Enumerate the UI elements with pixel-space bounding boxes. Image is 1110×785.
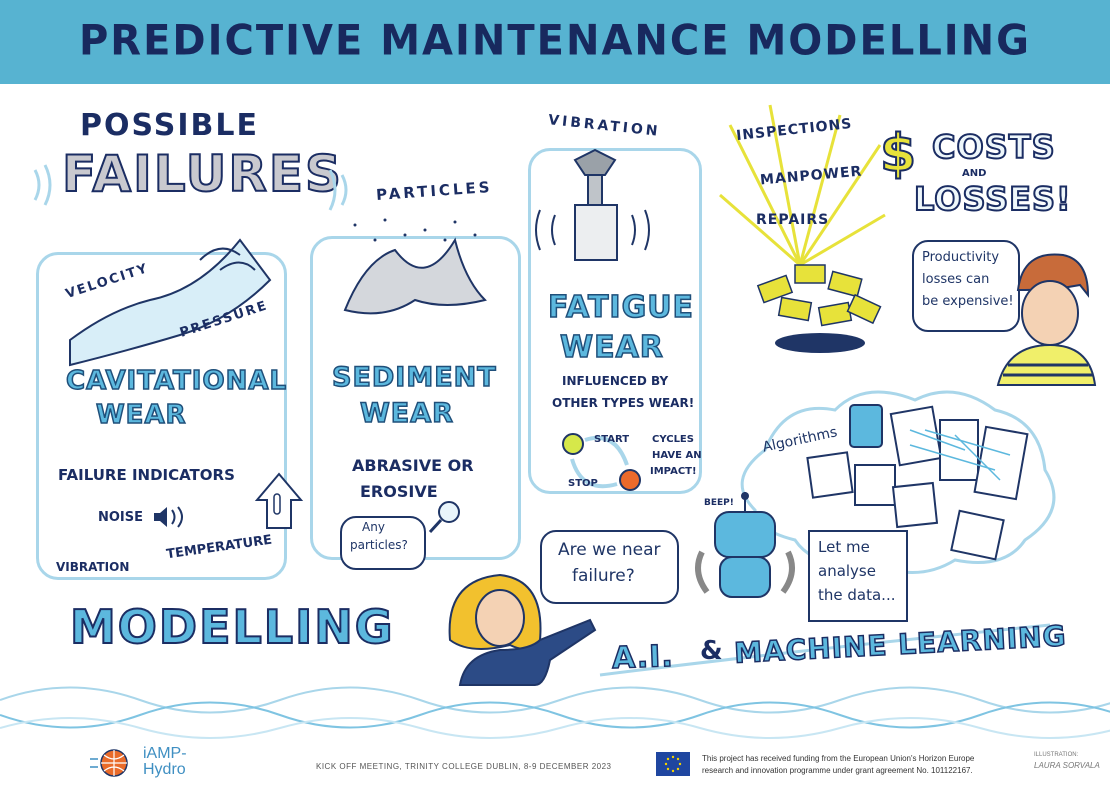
failures-wave-decoration xyxy=(33,164,348,211)
noise-label: NOISE xyxy=(98,510,144,525)
water-flow-icon xyxy=(69,238,272,367)
dollar-sign: $ xyxy=(879,123,917,185)
header-banner xyxy=(0,0,1110,84)
vibration-top-label: VIBRATION xyxy=(547,112,662,140)
funding-line2: research and innovation programme under … xyxy=(702,766,973,775)
other-types-label: OTHER TYPES WEAR! xyxy=(552,396,695,410)
cycles-line3: IMPACT! xyxy=(650,466,697,477)
sediment-wear-title: WEAR xyxy=(359,397,454,430)
failure-bubble-line1: Are we near xyxy=(558,540,661,560)
worried-man-avatar xyxy=(996,253,1097,386)
costs-heading: COSTS xyxy=(931,127,1056,167)
bubble-particles: particles? xyxy=(350,538,408,552)
woman-pointing-avatar xyxy=(448,573,597,686)
cavitational-wear-title: WEAR xyxy=(95,399,187,431)
failure-speech-bubble xyxy=(540,530,679,604)
sediment-title: SEDIMENT xyxy=(331,361,497,394)
and-label: AND xyxy=(962,168,987,179)
possible-heading: POSSIBLE xyxy=(80,108,259,143)
particles-label: PARTICLES xyxy=(375,177,494,205)
robot-icon xyxy=(695,492,795,598)
money-burst-rays xyxy=(719,104,886,267)
productivity-line2: losses can xyxy=(922,272,990,287)
losses-heading: LOSSES! xyxy=(913,179,1072,219)
failures-heading: FAILURES xyxy=(61,144,344,204)
productivity-line3: be expensive! xyxy=(922,294,1014,309)
cycles-line1: CYCLES xyxy=(652,434,694,445)
productivity-speech-bubble xyxy=(912,240,1020,332)
abrasive-label: ABRASIVE OR xyxy=(352,456,474,475)
vibrating-turbine-icon xyxy=(535,148,650,261)
vibration-label: VIBRATION xyxy=(56,560,130,574)
robot-line3: the data... xyxy=(818,586,896,604)
page-title: PREDICTIVE MAINTENANCE MODELLING xyxy=(78,16,1031,66)
failure-bubble-line2: failure? xyxy=(572,566,635,586)
cavitational-title: CAVITATIONAL xyxy=(65,365,288,397)
start-stop-cycle-icon xyxy=(562,433,641,491)
meeting-caption: KICK OFF MEETING, TRINITY COLLEGE DUBLIN… xyxy=(316,762,612,771)
stop-label: STOP xyxy=(568,478,598,489)
modelling-heading: MODELLING xyxy=(69,599,395,655)
robot-line2: analyse xyxy=(818,562,876,580)
cavitational-panel xyxy=(36,252,287,580)
bubble-any: Any xyxy=(362,520,385,534)
fatigue-title: FATIGUE xyxy=(547,289,695,326)
ai-heading-underline xyxy=(599,623,1051,677)
beep-label: BEEP! xyxy=(704,498,734,508)
erosive-label: EROSIVE xyxy=(360,482,438,501)
start-label: START xyxy=(594,434,630,445)
logo-text-line2: Hydro xyxy=(143,761,186,778)
worn-turbine-blades xyxy=(343,218,487,315)
particles-speech-bubble xyxy=(340,516,426,570)
repairs-label: REPAIRS xyxy=(756,212,830,228)
fatigue-panel xyxy=(528,148,702,494)
speaker-icon xyxy=(154,506,183,528)
ai-title-amp: & xyxy=(700,636,723,666)
iamp-hydro-logo-globe xyxy=(90,749,128,777)
failure-indicators-heading: FAILURE INDICATORS xyxy=(58,466,235,484)
thermometer-arrow-icon xyxy=(254,472,304,529)
influenced-label: INFLUENCED BY xyxy=(562,374,669,388)
illustration-label: ILLUSTRATION: xyxy=(1034,752,1079,758)
cycles-line2: HAVE AN xyxy=(652,450,702,461)
funding-line1: This project has received funding from t… xyxy=(702,754,975,763)
magnifying-glass-icon xyxy=(428,501,460,534)
fatigue-wear-title: WEAR xyxy=(559,329,664,366)
eu-flag-icon xyxy=(656,752,690,776)
robot-line1: Let me xyxy=(818,538,870,556)
robot-speech-bubble xyxy=(808,530,908,622)
illustrator-name: LAURA SORVALA xyxy=(1034,761,1100,770)
logo-text-line1: iAMP- xyxy=(143,745,187,762)
productivity-line1: Productivity xyxy=(922,250,1000,265)
money-pile-icon xyxy=(756,264,882,353)
wave-decoration xyxy=(0,686,1110,739)
ai-title-prefix: A.I. xyxy=(611,638,675,677)
